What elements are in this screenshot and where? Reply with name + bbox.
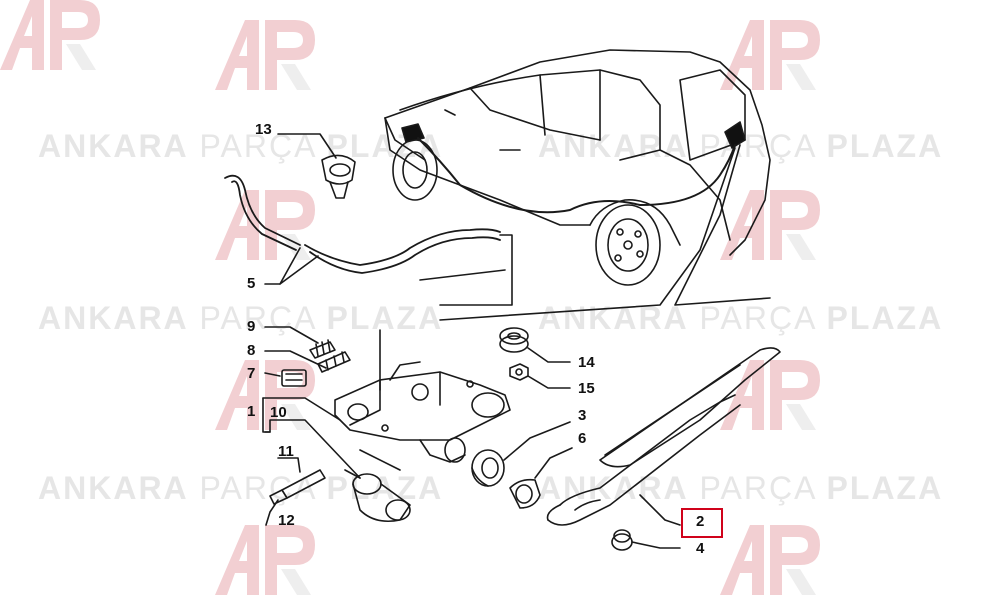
watermark-text: ANKARA PARÇA PLAZA (538, 128, 944, 164)
callout-14: 14 (578, 354, 595, 371)
callout-leader (277, 133, 337, 159)
watermark-text: ANKARA PARÇA PLAZA (538, 300, 944, 336)
callout-9: 9 (247, 318, 256, 335)
part-8-clip (317, 351, 351, 373)
brand-logo-icon (0, 0, 100, 70)
callout-leader (264, 247, 301, 285)
callout-5: 5 (247, 275, 256, 292)
callout-2[interactable]: 2 (696, 513, 705, 530)
callout-leader (264, 350, 327, 369)
part-5-hose (224, 174, 513, 306)
callout-leader (264, 326, 319, 344)
callout-13: 13 (255, 121, 272, 138)
callout-4: 4 (696, 540, 705, 557)
callout-7: 7 (247, 365, 256, 382)
callout-leader (264, 419, 361, 479)
callout-leader (277, 457, 301, 473)
callout-leader (639, 494, 681, 526)
callout-12: 12 (278, 512, 295, 529)
part-1-wiper-motor (334, 361, 511, 463)
part-10-pump (344, 449, 411, 523)
leader-line (419, 269, 506, 281)
part-11-jet (269, 469, 326, 505)
callout-8: 8 (247, 342, 256, 359)
callout-1: 1 (247, 403, 256, 420)
callout-3: 3 (578, 407, 587, 424)
part-15-nut (509, 363, 529, 381)
part-13-grommet (321, 154, 356, 199)
callout-leader (264, 372, 281, 377)
callout-leader (527, 375, 571, 389)
watermark-text: ANKARA PARÇA PLAZA (38, 470, 444, 506)
callout-leader (265, 499, 279, 526)
callout-15: 15 (578, 380, 595, 397)
car-illustration (384, 49, 771, 286)
callout-leader (262, 397, 341, 421)
callout-leader (279, 255, 319, 285)
callout-11: 11 (278, 443, 294, 460)
watermark-text: ANKARA PARÇA PLAZA (538, 470, 944, 506)
part-9-clip (309, 339, 336, 359)
part-3-seal (471, 449, 505, 487)
callout-leader (534, 447, 573, 479)
callout-leader (527, 347, 571, 363)
part-6-cap (509, 478, 541, 509)
leader-line (439, 147, 736, 321)
callout-leader (631, 541, 681, 549)
watermark-text: ANKARA PARÇA PLAZA (38, 128, 444, 164)
highlight-box (681, 508, 723, 538)
callout-leader (503, 421, 571, 461)
part-14-ring (499, 327, 529, 353)
callout-bracket (262, 397, 271, 433)
callout-10: 10 (270, 404, 287, 421)
part-2-wiper-arm (546, 347, 781, 526)
part-7-connector (281, 369, 307, 387)
callout-6: 6 (578, 430, 587, 447)
leader-line (674, 144, 771, 306)
part-4-nut (611, 529, 633, 551)
